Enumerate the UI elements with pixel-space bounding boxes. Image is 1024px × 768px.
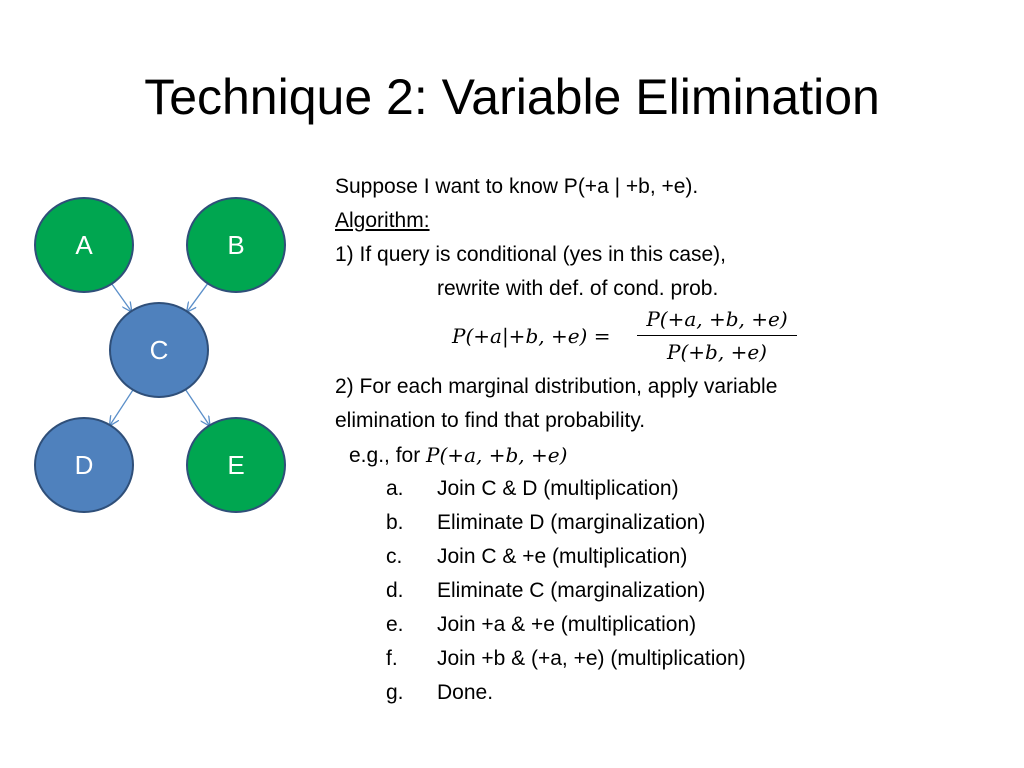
node-circle — [186, 197, 286, 293]
example-prefix: e.g., for — [349, 444, 421, 467]
equation-denominator: P(+b, +e) — [667, 340, 767, 364]
list-item: f. Join +b & (+a, +e) (multiplication) — [335, 642, 1015, 676]
list-item: e. Join +a & +e (multiplication) — [335, 608, 1015, 642]
example-math: P(+a, +b, +e) — [426, 443, 568, 467]
example-line: e.g., for P(+a, +b, +e) — [335, 438, 1015, 472]
list-item-marker: a. — [386, 477, 404, 500]
node-c: C — [109, 302, 209, 398]
equation-fraction: P(+a, +b, +e) P(+b, +e) — [637, 304, 797, 367]
node-label: D — [75, 450, 94, 480]
list-item: d. Eliminate C (marginalization) — [335, 574, 1015, 608]
list-item: g. Done. — [335, 676, 1015, 710]
elimination-steps-list: a. Join C & D (multiplication) b. Elimin… — [335, 472, 1015, 710]
bayes-net-diagram: A B C D E — [34, 197, 286, 513]
edge-a-c — [111, 283, 132, 311]
list-item-text: Eliminate D (marginalization) — [437, 511, 706, 534]
node-d: D — [34, 417, 134, 513]
node-label: E — [227, 450, 244, 480]
step2-continuation-text: elimination to find that probability. — [335, 409, 646, 432]
list-item-marker: b. — [386, 511, 404, 534]
list-item-text: Join +b & (+a, +e) (multiplication) — [437, 647, 746, 670]
list-item-text: Join C & D (multiplication) — [437, 477, 679, 500]
list-item-marker: g. — [386, 681, 404, 704]
slide-content: Suppose I want to know P(+a | +b, +e). A… — [335, 170, 1015, 710]
node-label: B — [227, 230, 244, 260]
slide-title: Technique 2: Variable Elimination — [144, 69, 880, 125]
list-item-text: Join C & +e (multiplication) — [437, 545, 688, 568]
list-item-marker: f. — [386, 647, 398, 670]
conditional-probability-equation: P(+a|+b, +e) = P(+a, +b, +e) P(+b, +e) — [335, 304, 1015, 370]
graph-edges — [110, 283, 210, 425]
node-e: E — [186, 417, 286, 513]
step1-rewrite-text: rewrite with def. of cond. prob. — [437, 277, 719, 300]
list-item: a. Join C & D (multiplication) — [335, 472, 1015, 506]
list-item-marker: e. — [386, 613, 404, 636]
equation-lhs: P(+a|+b, +e) = — [452, 324, 611, 348]
node-label: C — [150, 335, 169, 365]
list-item-text: Join +a & +e (multiplication) — [437, 613, 697, 636]
node-label: A — [75, 230, 93, 260]
edge-c-e — [184, 389, 209, 426]
step1-text: 1) If query is conditional (yes in this … — [335, 243, 727, 266]
node-circle — [109, 302, 209, 398]
list-item-marker: d. — [386, 579, 404, 602]
edge-b-c — [187, 283, 209, 311]
list-item-text: Eliminate C (marginalization) — [437, 579, 706, 602]
fraction-bar — [637, 335, 797, 336]
node-circle — [34, 417, 134, 513]
list-item: c. Join C & +e (multiplication) — [335, 540, 1015, 574]
step2-text: 2) For each marginal distribution, apply… — [335, 375, 778, 398]
list-item: b. Eliminate D (marginalization) — [335, 506, 1015, 540]
edge-c-d — [110, 389, 134, 425]
intro-text: Suppose I want to know P(+a | +b, +e). — [335, 175, 699, 198]
algorithm-heading: Algorithm: — [335, 209, 430, 232]
node-circle — [34, 197, 134, 293]
node-a: A — [34, 197, 134, 293]
equation-numerator: P(+a, +b, +e) — [646, 307, 788, 331]
list-item-text: Done. — [437, 681, 494, 704]
graph-nodes: A B C D E — [34, 197, 286, 513]
list-item-marker: c. — [386, 545, 403, 568]
node-b: B — [186, 197, 286, 293]
node-circle — [186, 417, 286, 513]
